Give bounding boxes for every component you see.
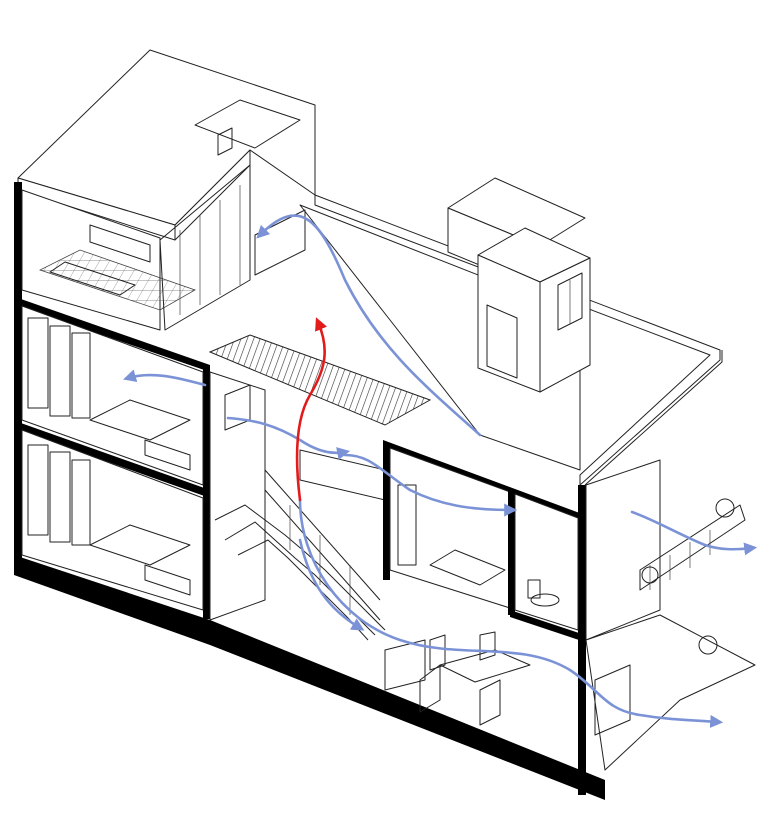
- third-floor-room: [14, 164, 306, 572]
- staircase: [214, 449, 386, 641]
- stair-tower: [447, 177, 591, 393]
- flow-ground-floor-through: [298, 498, 724, 728]
- flow-second-floor-bedroom: [123, 369, 207, 387]
- second-floor: [18, 298, 210, 619]
- ground-floor-dining: [210, 620, 605, 800]
- flow-balcony-exhaust: [630, 510, 758, 556]
- flow-gallery-to-bedroom: [343, 453, 518, 517]
- flow-rooftop-to-terrace: [256, 214, 482, 437]
- central-void: [208, 334, 432, 621]
- flow-stack-effect-rising: [295, 317, 328, 502]
- exterior-balcony: [585, 459, 756, 771]
- flow-void-to-gallery: [226, 416, 351, 460]
- upper-roof-block: [17, 49, 316, 241]
- right-block: [383, 440, 586, 795]
- first-floor-left: [14, 422, 210, 645]
- air-flow-arrows: [123, 214, 758, 728]
- stack-flow-arrow: [295, 317, 328, 502]
